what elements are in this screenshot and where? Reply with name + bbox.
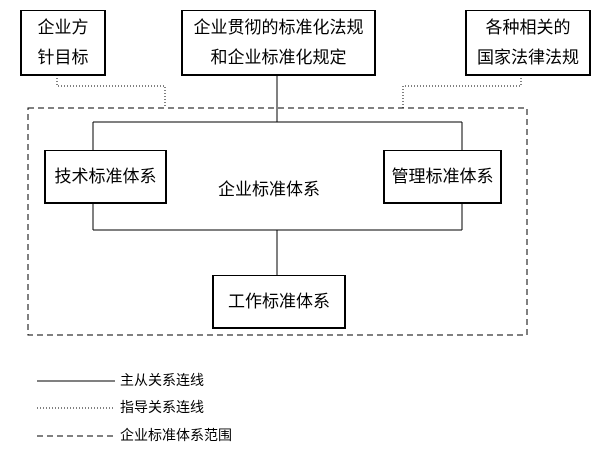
management-standards-label: 管理标准体系	[391, 166, 494, 187]
policy-line-1: 企业方	[37, 17, 89, 38]
regulations-box: 企业贯彻的标准化法规 和企业标准化规定	[181, 10, 376, 76]
system-scope-boundary	[27, 107, 528, 336]
legend-dashed-label: 企业标准体系范围	[120, 428, 232, 444]
legend-dotted-label: 指导关系连线	[120, 400, 204, 416]
work-standards-label: 工作标准体系	[228, 291, 330, 312]
regulations-line-2: 和企业标准化规定	[210, 47, 347, 68]
national-laws-line-1: 各种相关的	[485, 17, 571, 38]
policy-box: 企业方 针目标	[20, 10, 106, 76]
management-standards-box: 管理标准体系	[383, 150, 502, 204]
policy-line-2: 针目标	[37, 47, 89, 68]
guidance-line-policy	[56, 75, 166, 108]
system-label: 企业标准体系	[218, 180, 320, 200]
regulations-line-1: 企业贯彻的标准化法规	[193, 17, 364, 38]
work-standards-box: 工作标准体系	[212, 275, 346, 329]
technical-standards-label: 技术标准体系	[54, 166, 157, 187]
national-laws-box: 各种相关的 国家法律法规	[465, 10, 591, 76]
technical-standards-box: 技术标准体系	[44, 150, 167, 204]
national-laws-line-2: 国家法律法规	[477, 47, 579, 68]
legend-solid-label: 主从关系连线	[120, 373, 204, 389]
guidance-line-national-laws	[402, 75, 522, 108]
